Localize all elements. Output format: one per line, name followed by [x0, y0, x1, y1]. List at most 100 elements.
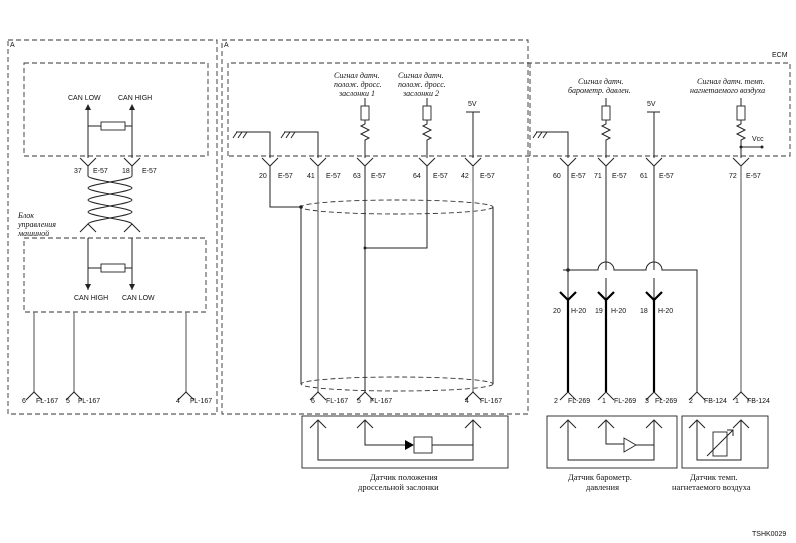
connector-label: E-57 [278, 173, 293, 180]
signal-label: нагнетаемого воздуха [690, 86, 765, 95]
connector-label: FL-167 [480, 398, 502, 405]
pin-number: 18 [122, 168, 130, 175]
region-tag-right: A [224, 42, 229, 49]
connector-label: FL-167 [370, 398, 392, 405]
connector-label: E-57 [371, 173, 386, 180]
pin-number: 1 [602, 398, 606, 405]
left-fl167-wires: 6 FL-167 5 FL-167 4 FL-167 [22, 312, 212, 405]
pin-number: 1 [735, 398, 739, 405]
barometric-pressure-sensor: Датчик барометр. давления [546, 415, 678, 492]
pin-number: 72 [729, 173, 737, 180]
connector-label: FB-124 [747, 398, 770, 405]
connector-label: E-57 [326, 173, 341, 180]
intake-air-temperature-sensor: Датчик темп. нагнетаемого воздуха [672, 415, 769, 492]
unit-label: машиной [17, 229, 49, 238]
signal-label: заслонки 2 [402, 89, 439, 98]
region-tag-left: A [10, 42, 15, 49]
ecm-label: ECM [772, 52, 788, 59]
pin-number: 20 [259, 173, 267, 180]
signal-label: Сигнал датч. [398, 71, 444, 80]
left-region: A [7, 39, 218, 415]
right-region: A [221, 39, 529, 415]
supply-label: 5V [647, 101, 656, 108]
ecm-can-pins: 37 E-57 18 E-57 [74, 157, 157, 175]
pin-number: 41 [307, 173, 315, 180]
sensor-caption: нагнетаемого воздуха [672, 482, 751, 492]
supply-label: Vcc [752, 136, 764, 143]
pin-number: 5 [66, 398, 70, 405]
can-ecm-block: CAN LOW CAN HIGH [68, 95, 152, 158]
pin-number: 61 [640, 173, 648, 180]
can-twisted-pair [79, 166, 141, 233]
pin-number: 42 [461, 173, 469, 180]
pullup-resistor [422, 105, 432, 121]
pin-number: 20 [553, 308, 561, 315]
connector-label: E-57 [433, 173, 448, 180]
vehicle-control-unit: Блок управления машиной CAN HIGH CAN LOW [17, 211, 207, 313]
pin-number: 3 [645, 398, 649, 405]
pin-number: 4 [465, 398, 469, 405]
can-termination-resistor-ecm [100, 121, 126, 131]
pin-number: 5 [357, 398, 361, 405]
signal-label: Сигнал датч. [578, 77, 624, 86]
iat-harness: 2 FB-124 1 FB-124 [688, 166, 770, 405]
ecm-frame: ECM [23, 52, 791, 157]
connector-label: E-57 [612, 173, 627, 180]
connector-label: FL-167 [78, 398, 100, 405]
signal-label: Сигнал датч. [334, 71, 380, 80]
ecm-internals: 5V 5V Vcc [232, 98, 764, 158]
signal-label: полож. дросс. [398, 80, 446, 89]
connector-label: FL-167 [190, 398, 212, 405]
connector-label: E-57 [480, 173, 495, 180]
pin-number: 71 [594, 173, 602, 180]
pin-number: 37 [74, 168, 82, 175]
pullup-resistor [360, 105, 370, 121]
connector-label: FL-269 [568, 398, 590, 405]
signal-label: Сигнал датч. темп. [697, 77, 765, 86]
connector-label: E-57 [571, 173, 586, 180]
throttle-position-sensor: Датчик положения дроссельной заслонки [301, 415, 509, 492]
diagram-code: TSHK0029 [752, 531, 786, 538]
sensor-caption: Датчик темп. [690, 472, 738, 482]
pin-number: 18 [640, 308, 648, 315]
connector-label: H-20 [571, 308, 586, 315]
sensor-caption: дроссельной заслонки [358, 482, 439, 492]
thermistor [712, 431, 728, 457]
pin-number: 60 [553, 173, 561, 180]
signal-label: полож. дросс. [334, 80, 382, 89]
baro-harness: 20 H-20 19 H-20 18 H-20 2 FL-269 1 FL-26… [553, 166, 698, 405]
unit-label: Блок [17, 211, 34, 220]
signal-labels: Сигнал датч. полож. дросс. заслонки 1 Си… [334, 71, 765, 98]
can-low-label: CAN LOW [68, 95, 101, 102]
pullup-resistor [601, 105, 611, 121]
pin-number: 64 [413, 173, 421, 180]
pin-number: 6 [22, 398, 26, 405]
connector-label: FL-269 [655, 398, 677, 405]
connector-label: FB-124 [704, 398, 727, 405]
can-termination-resistor-unit [100, 263, 126, 273]
can-high-label: CAN HIGH [118, 95, 152, 102]
connector-label: E-57 [746, 173, 761, 180]
can-high-label: CAN HIGH [74, 295, 108, 302]
connector-label: E-57 [142, 168, 157, 175]
signal-label: заслонки 1 [338, 89, 375, 98]
pin-number: 6 [311, 398, 315, 405]
pin-number: 2 [554, 398, 558, 405]
sensor-caption: Датчик положения [370, 472, 438, 482]
ecm-pin-row: 20 E-57 41 E-57 63 E-57 64 E-57 42 E-57 … [259, 157, 761, 180]
throttle-harness: 6 FL-167 5 FL-167 4 FL-167 [269, 166, 502, 405]
connector-label: H-20 [658, 308, 673, 315]
sensor-caption: давления [586, 482, 619, 492]
connector-label: FL-167 [36, 398, 58, 405]
sensor-caption: Датчик барометр. [568, 472, 632, 482]
unit-label: управления [17, 220, 56, 229]
pin-number: 4 [176, 398, 180, 405]
supply-label: 5V [468, 101, 477, 108]
connector-label: E-57 [93, 168, 108, 175]
pullup-resistor [736, 105, 746, 121]
can-low-label: CAN LOW [122, 295, 155, 302]
pin-number: 2 [689, 398, 693, 405]
pin-number: 19 [595, 308, 603, 315]
connector-label: H-20 [611, 308, 626, 315]
